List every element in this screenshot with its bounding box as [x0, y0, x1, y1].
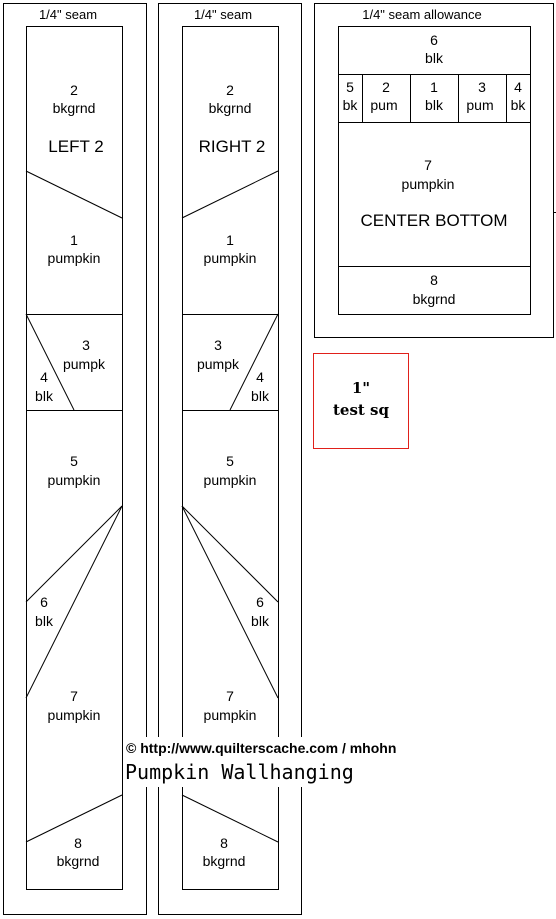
right-strip-outline: [182, 26, 279, 890]
test-square: 1" test sq: [313, 353, 409, 449]
right-strip: 1/4" seam 2 bkgrnd RIGHT 2 1 pumpkin 3 p…: [158, 3, 302, 915]
right-seam-line: [181, 794, 279, 843]
piece-number: 4: [514, 79, 522, 95]
piece-number: 8: [430, 272, 438, 288]
piece-number: 5: [346, 79, 354, 95]
piece-label: bkgrnd: [209, 100, 252, 116]
piece-label: pum: [370, 97, 397, 113]
piece-label: bk: [343, 97, 359, 113]
pattern-name: Pumpkin Wallhanging: [125, 760, 354, 784]
piece-number: 6: [40, 594, 48, 610]
piece-number: 3: [82, 337, 90, 353]
left-strip-outline: [26, 26, 123, 890]
right-seam-label: 1/4" seam: [194, 7, 252, 22]
piece-number: 2: [70, 82, 78, 98]
left-seam-line: [25, 505, 123, 699]
piece-number: 8: [220, 835, 228, 851]
strip-title: LEFT 2: [48, 137, 103, 156]
piece-number: 2: [382, 79, 390, 95]
piece-number: 4: [256, 369, 264, 385]
piece-label: pumpkin: [48, 472, 101, 488]
piece-number: 5: [70, 453, 78, 469]
left-seam-label: 1/4" seam: [39, 7, 97, 22]
piece-number: 1: [70, 232, 78, 248]
piece-label: blk: [251, 613, 270, 629]
block-title: CENTER BOTTOM: [360, 211, 507, 230]
right-seam-line: [181, 170, 279, 219]
credit-background: [124, 737, 434, 787]
piece-number: 6: [430, 32, 438, 48]
piece-label: bkgrnd: [203, 853, 246, 869]
piece-label: bk: [511, 97, 527, 113]
piece-number: 1: [430, 79, 438, 95]
piece-label: pumpkin: [204, 250, 257, 266]
test-square-size: 1": [352, 379, 370, 397]
piece-number: 7: [226, 688, 234, 704]
right-seam-line: [181, 505, 279, 603]
center-seam-outline: [314, 3, 554, 338]
strip-title: RIGHT 2: [199, 137, 266, 156]
piece-label: blk: [425, 50, 444, 66]
piece-label: bkgrnd: [53, 100, 96, 116]
piece-label: pum: [466, 97, 493, 113]
piece-label: blk: [35, 613, 54, 629]
piece-label: bkgrnd: [413, 291, 456, 307]
right-seam-line: [181, 505, 279, 699]
piece-label: blk: [251, 388, 270, 404]
piece-label: pumpk: [63, 356, 106, 372]
piece-number: 3: [478, 79, 486, 95]
center-block-outline: [338, 26, 531, 315]
center-seam-label: 1/4" seam allowance: [362, 7, 482, 22]
piece-number: 8: [74, 835, 82, 851]
left-seam-line: [25, 505, 123, 603]
right-seam-line: [229, 313, 279, 411]
piece-label: pumpkin: [204, 707, 257, 723]
left-seam-outline: [3, 3, 147, 915]
credit: © http://www.quilterscache.com / mhohn P…: [124, 737, 434, 787]
piece-label: pumpkin: [48, 707, 101, 723]
left-seam-line: [25, 170, 123, 219]
center-bottom-block: 1/4" seam allowance 6 blk 5 bk 2 pum 1 b…: [314, 3, 556, 338]
left-seam-line: [25, 313, 75, 411]
test-square-label: test sq: [333, 401, 390, 419]
piece-label: pumpkin: [204, 472, 257, 488]
piece-label: pumpkin: [48, 250, 101, 266]
piece-number: 6: [256, 594, 264, 610]
piece-label: blk: [35, 388, 54, 404]
piece-number: 5: [226, 453, 234, 469]
left-strip: 1/4" seam 2 bkgrnd LEFT 2 1 pumpkin 3 pu…: [3, 3, 147, 915]
piece-number: 3: [214, 337, 222, 353]
left-seam-line: [25, 794, 123, 843]
test-square-border: [313, 353, 409, 449]
piece-number: 2: [226, 82, 234, 98]
right-seam-outline: [158, 3, 302, 915]
piece-label: pumpkin: [402, 176, 455, 192]
piece-number: 1: [226, 232, 234, 248]
piece-number: 4: [40, 369, 48, 385]
copyright-line: © http://www.quilterscache.com / mhohn: [126, 740, 396, 756]
piece-label: pumpk: [197, 356, 240, 372]
piece-label: blk: [425, 97, 444, 113]
piece-number: 7: [424, 157, 432, 173]
piece-label: bkgrnd: [57, 853, 100, 869]
piece-number: 7: [70, 688, 78, 704]
